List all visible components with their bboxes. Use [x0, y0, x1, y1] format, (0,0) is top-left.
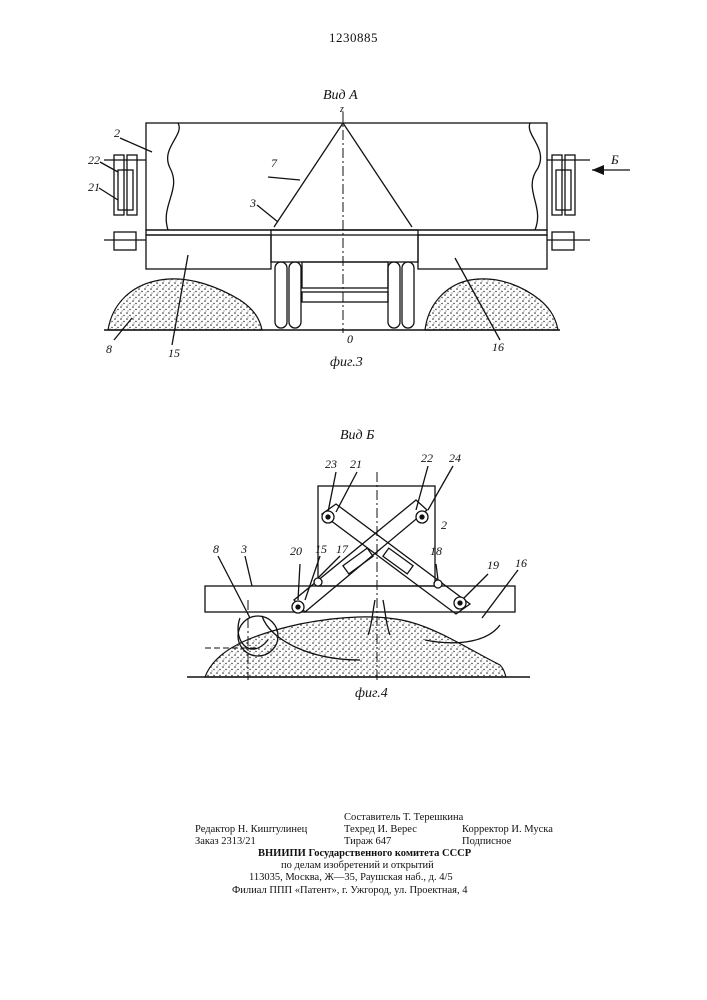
fig4-label-21: 21	[350, 457, 362, 472]
fig4-label-2: 2	[441, 518, 447, 533]
footer-techred: Техред И. Верес	[344, 824, 417, 836]
footer-org-line2: по делам изобретений и открытий	[281, 860, 434, 872]
fig4-pile	[205, 617, 506, 677]
fig4-label-3: 3	[241, 542, 247, 557]
footer-compiler: Составитель Т. Терешкина	[344, 812, 463, 824]
fig4-label-20: 20	[290, 544, 302, 559]
fig4-caption: фиг.4	[355, 686, 388, 702]
fig4-label-18: 18	[430, 544, 442, 559]
fig4-beam	[205, 586, 515, 612]
fig4-label-8: 8	[213, 542, 219, 557]
footer-org-line3: 113035, Москва, Ж—35, Раушская наб., д. …	[249, 872, 453, 884]
fig4-cylinder-22	[294, 500, 427, 612]
fig4-label-24: 24	[449, 451, 461, 466]
footer-editor: Редактор Н. Киштулинец	[195, 824, 307, 836]
footer-org-line1: ВНИИПИ Государственного комитета СССР	[258, 848, 471, 860]
footer-circulation: Тираж 647	[344, 836, 391, 848]
fig4-label-22: 22	[421, 451, 433, 466]
fig4-label-19: 19	[487, 558, 499, 573]
fig4-title: Вид Б	[340, 428, 374, 444]
fig4-label-15: 15	[315, 542, 327, 557]
fig4-label-17: 17	[336, 542, 348, 557]
footer-subscription: Подписное	[462, 836, 511, 848]
footer-branch: Филиал ППП «Патент», г. Ужгород, ул. Про…	[232, 885, 467, 897]
fig4-label-23: 23	[325, 457, 337, 472]
fig4-label-16: 16	[515, 556, 527, 571]
footer-corrector: Корректор И. Муска	[462, 824, 553, 836]
footer-order: Заказ 2313/21	[195, 836, 256, 848]
